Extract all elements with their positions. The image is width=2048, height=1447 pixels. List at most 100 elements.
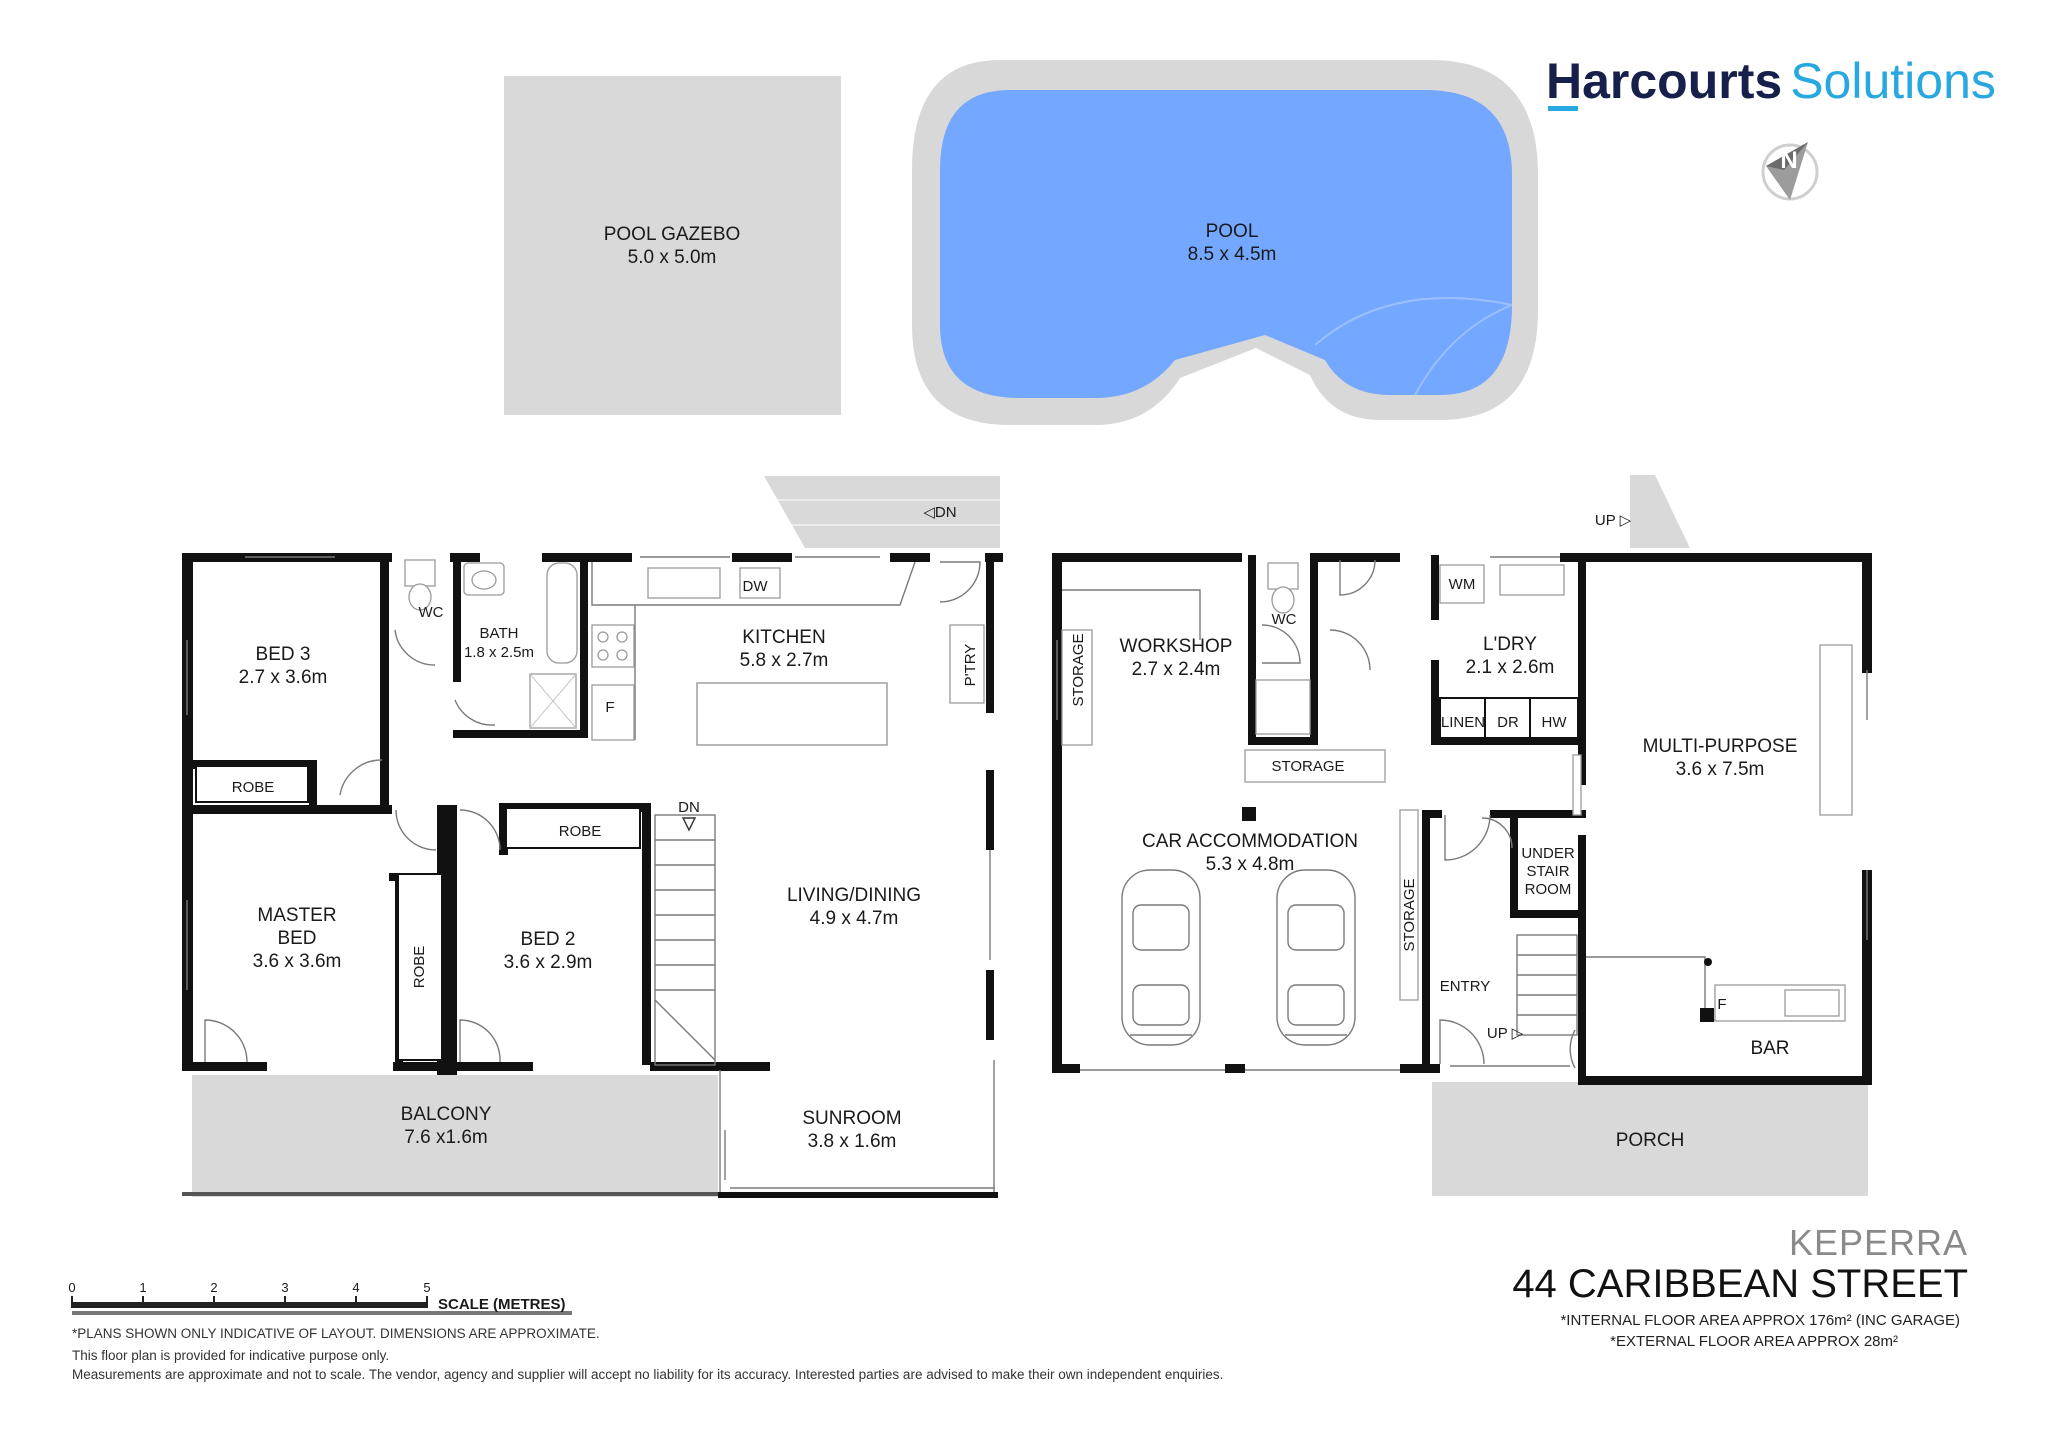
compass-letter: N — [1780, 147, 1797, 174]
balcony-size: 7.6 x1.6m — [404, 1127, 487, 1148]
bar-fridge-label: F — [1717, 996, 1726, 1013]
bed2-robe-label: ROBE — [559, 823, 602, 840]
multi-size: 3.6 x 7.5m — [1676, 759, 1765, 780]
gazebo-size: 5.0 x 5.0m — [628, 247, 717, 268]
stair-dn-label: DN — [678, 799, 700, 816]
disclaimer-layout: *PLANS SHOWN ONLY INDICATIVE OF LAYOUT. … — [72, 1326, 600, 1341]
bed3-name: BED 3 — [256, 644, 311, 665]
scale-tick-4: 4 — [352, 1280, 359, 1295]
washing-machine-icon — [1439, 564, 1485, 604]
lower-floor-plan — [1052, 475, 1872, 1196]
stair-down-arrow-icon — [681, 817, 697, 832]
wm-label: WM — [1449, 576, 1476, 593]
scale-bar: 0 1 2 3 4 5 SCALE (METRES) — [68, 1280, 572, 1315]
scale-tick-5: 5 — [423, 1280, 430, 1295]
porch-label: PORCH — [1616, 1130, 1685, 1151]
brand-office: Solutions — [1790, 53, 1996, 109]
deck-dn-label: ◁DN — [923, 504, 956, 521]
master-name-1: MASTER — [257, 905, 336, 926]
dr-label: DR — [1497, 714, 1519, 731]
workshop-storage — [1061, 629, 1093, 746]
compass-icon: N — [1761, 142, 1819, 201]
fridge-space — [591, 684, 635, 741]
cooktop-icon — [591, 624, 635, 668]
car-name: CAR ACCOMMODATION — [1142, 831, 1358, 852]
bath-size: 1.8 x 2.5m — [464, 644, 534, 661]
lower-shower-icon — [1255, 679, 1311, 735]
lower-wc-label: WC — [1272, 611, 1297, 628]
car-icon — [1121, 869, 1201, 1046]
brand-accent-bar — [1548, 106, 1578, 111]
pool-name: POOL — [1206, 221, 1259, 242]
car-size: 5.3 x 4.8m — [1206, 854, 1295, 875]
fridge-label: F — [605, 699, 614, 716]
linen-label: LINEN — [1441, 714, 1485, 731]
internal-stairs — [654, 814, 716, 1066]
storage-mid-label: STORAGE — [1271, 758, 1344, 775]
internal-area: *INTERNAL FLOOR AREA APPROX 176m² (INC G… — [1560, 1312, 1960, 1329]
storage-left-label: STORAGE — [1070, 633, 1087, 706]
scale-tick-1: 1 — [139, 1280, 146, 1295]
bed3-size: 2.7 x 3.6m — [239, 667, 328, 688]
toilet-icon — [404, 559, 436, 587]
sunroom-name: SUNROOM — [802, 1108, 901, 1129]
up-outside-label: UP ▷ — [1595, 512, 1632, 529]
pool — [912, 60, 1538, 425]
under-stair-2: STAIR — [1526, 863, 1569, 880]
storage-vert-label: STORAGE — [1401, 878, 1418, 951]
kitchen-name: KITCHEN — [742, 627, 825, 648]
pantry-cupboard — [949, 624, 985, 704]
bed3-robe-label: ROBE — [232, 779, 275, 796]
laundry-tub-icon — [1499, 564, 1565, 596]
pool-size: 8.5 x 4.5m — [1188, 244, 1277, 265]
pantry-label: P'TRY — [962, 644, 979, 687]
upper-wc: WC — [419, 604, 444, 621]
pool-gazebo — [504, 76, 841, 415]
brand-name: Harcourts — [1546, 53, 1783, 109]
deck-stairs — [764, 476, 1000, 548]
kitchen-sink-icon — [647, 567, 721, 599]
master-size: 3.6 x 3.6m — [253, 951, 342, 972]
street-address: 44 CARIBBEAN STREET — [1512, 1262, 1968, 1306]
external-area: *EXTERNAL FLOOR AREA APPROX 28m² — [1610, 1333, 1898, 1350]
balcony-area — [192, 1075, 718, 1197]
dw-label: DW — [743, 578, 769, 595]
bed2-robe — [505, 807, 641, 849]
master-robe — [397, 873, 443, 1061]
bed2-size: 3.6 x 2.9m — [504, 952, 593, 973]
lower-toilet-icon — [1267, 562, 1299, 590]
workshop-name: WORKSHOP — [1120, 636, 1233, 657]
multi-name: MULTI-PURPOSE — [1643, 736, 1798, 757]
car-icon — [1276, 869, 1356, 1046]
balcony-name: BALCONY — [401, 1104, 492, 1125]
garage-storage — [1399, 809, 1419, 1001]
bed3-robe — [195, 765, 309, 803]
up-stair-label: UP ▷ — [1487, 1025, 1524, 1042]
garage-post — [1242, 807, 1256, 821]
kitchen-size: 5.8 x 2.7m — [740, 650, 829, 671]
laundry-cupboards — [1439, 697, 1579, 739]
bathtub-icon — [546, 562, 578, 664]
bar-sink-icon — [1784, 989, 1840, 1017]
bath-name: BATH — [480, 625, 519, 642]
outside-stairs — [1630, 475, 1690, 548]
scale-tick-3: 3 — [281, 1280, 288, 1295]
under-stair-1: UNDER — [1521, 845, 1575, 862]
lower-stairs — [1516, 934, 1578, 1036]
master-robe-label: ROBE — [411, 946, 428, 989]
scale-label: SCALE (METRES) — [438, 1296, 566, 1313]
bed2-name: BED 2 — [521, 929, 576, 950]
gazebo-name: POOL GAZEBO — [604, 224, 741, 245]
dishwasher-icon — [739, 567, 781, 599]
under-stair-3: ROOM — [1525, 881, 1572, 898]
disclaimer-liability: Measurements are approximate and not to … — [72, 1367, 1224, 1382]
laundry-name: L'DRY — [1483, 634, 1537, 655]
master-name-2: BED — [277, 928, 316, 949]
suburb: KEPERRA — [1788, 1222, 1968, 1263]
disclaimer-indicative: This floor plan is provided for indicati… — [72, 1348, 390, 1363]
upper-floor-plan — [182, 476, 1003, 1198]
workshop-size: 2.7 x 2.4m — [1132, 659, 1221, 680]
living-name: LIVING/DINING — [787, 885, 921, 906]
